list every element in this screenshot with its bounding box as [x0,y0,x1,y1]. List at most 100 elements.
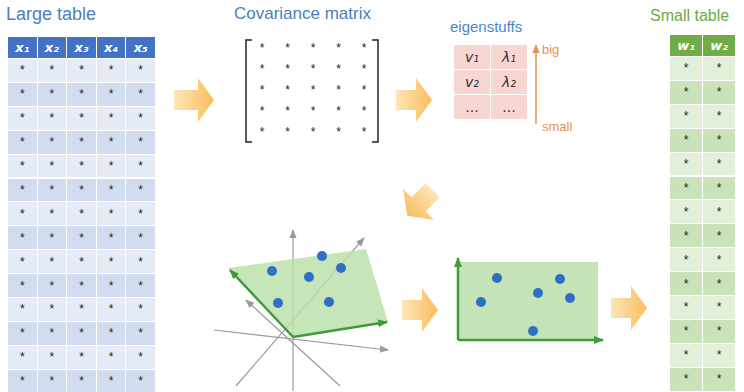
column-header: x₃ [74,40,88,55]
table-cell: * [50,302,55,316]
table-cell-box: * [126,59,156,83]
table-cell: * [109,302,114,316]
table-cell-box: * [126,346,156,370]
table-cell: * [109,231,114,245]
table-cell-box: * [670,272,703,296]
table-cell-box: * [8,131,38,155]
table-cell-box: * [703,177,736,201]
matrix-entry-box: * [354,81,374,99]
matrix-entry: * [311,62,316,76]
table-cell-box: * [703,344,736,368]
table-cell: * [50,87,55,101]
table-cell: * [109,350,114,364]
matrix-entry-box: * [354,123,374,141]
table-cell: * [109,135,114,149]
table-cell-box: * [126,274,156,298]
table-cell-box: * [670,105,703,129]
column-header: x₂ [45,40,59,55]
table-cell: * [79,350,84,364]
table-cell-box: * [8,346,38,370]
table-cell-box: * [67,274,97,298]
table-cell: * [684,300,689,314]
table-cell-box: * [670,248,703,272]
matrix-entry: * [285,104,290,118]
eigen-cell-box: λ₂ [491,70,528,95]
table-cell-box: * [703,368,736,392]
table-cell: * [717,85,722,99]
table-cell: * [20,350,25,364]
scale-label-box: small [542,117,582,135]
matrix-entry-box: * [278,39,298,57]
table-cell: * [717,324,722,338]
table-cell: * [79,183,84,197]
table-cell-box: * [8,370,38,392]
table-cell: * [684,229,689,243]
column-header-box: x₃ [67,37,97,59]
table-cell-box: * [97,155,127,179]
matrix-entry: * [260,41,265,55]
matrix-entry: * [311,83,316,97]
table-cell-box: * [67,322,97,346]
data-point [476,297,486,307]
matrix-entry: * [336,41,341,55]
table-cell-box: * [67,346,97,370]
column-header: w₁ [677,38,695,53]
table-cell: * [79,159,84,173]
table-cell: * [138,279,143,293]
basis-vector [458,339,603,342]
table-cell: * [50,374,55,388]
data-point [317,251,327,261]
table-cell: * [50,159,55,173]
table-cell: * [20,255,25,269]
table-cell: * [684,85,689,99]
table-cell-box: * [670,200,703,224]
eigen-cell-box: ... [454,95,491,120]
column-header-box: w₂ [703,35,736,57]
matrix-entry-box: * [303,123,323,141]
table-cell-box: * [703,224,736,248]
table-cell: * [20,207,25,221]
table-cell: * [79,207,84,221]
table-cell: * [109,326,114,340]
table-cell: * [138,87,143,101]
matrix-entry: * [362,62,367,76]
table-cell: * [50,279,55,293]
table-cell: * [20,302,25,316]
table-cell: * [684,109,689,123]
matrix-entry-box: * [329,102,349,120]
matrix-entry-box: * [252,81,272,99]
table-cell: * [20,135,25,149]
table-cell-box: * [126,131,156,155]
table-cell-box: * [97,59,127,83]
table-cell: * [138,135,143,149]
column-header: w₂ [710,38,728,53]
table-cell-box: * [670,224,703,248]
table-cell: * [50,135,55,149]
table-cell: * [717,277,722,291]
table-cell-box: * [126,322,156,346]
table-cell: * [50,255,55,269]
table-cell: * [717,229,722,243]
projection-plane [458,262,598,340]
matrix-entry-box: * [278,102,298,120]
table-cell-box: * [8,250,38,274]
table-cell: * [717,133,722,147]
eigen-cell: v₂ [465,74,479,90]
table-title: Small table [650,6,742,25]
table-cell-box: * [126,155,156,179]
table-cell: * [717,157,722,171]
table-cell-box: * [67,202,97,226]
table-cell-box: * [38,226,68,250]
table-cell-box: * [67,179,97,203]
matrix-entry-box: * [354,102,374,120]
eigen-cell: λ₁ [502,49,516,65]
table-cell-box: * [8,322,38,346]
table-cell: * [717,205,722,219]
data-point [267,266,277,276]
matrix-entry: * [260,125,265,139]
table-cell-box: * [97,202,127,226]
plot-2d [458,258,603,340]
table-cell-box: * [67,131,97,155]
table-cell: * [79,374,84,388]
table-cell: * [79,279,84,293]
